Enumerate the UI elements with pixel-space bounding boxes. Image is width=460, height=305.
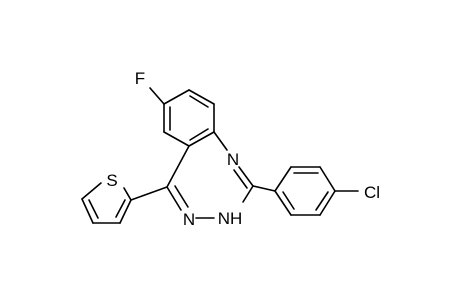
chlorophenyl-ring	[274, 166, 336, 216]
benzene-ring	[163, 89, 215, 147]
chlorine-label: Cl	[364, 183, 380, 202]
fluorine-label: F	[135, 69, 145, 88]
thiophene-sulfur-label: S	[106, 171, 117, 190]
c-f-bond	[149, 87, 165, 105]
thiophene-ring	[81, 182, 132, 224]
amine-nh-label: NH	[218, 209, 243, 228]
azo-nitrogen-label: N	[183, 210, 195, 229]
diazepine-ring	[166, 131, 254, 219]
imine-nitrogen-label: N	[227, 150, 239, 169]
c-aryl-bond	[252, 185, 276, 192]
c-thienyl-bond	[130, 186, 168, 201]
